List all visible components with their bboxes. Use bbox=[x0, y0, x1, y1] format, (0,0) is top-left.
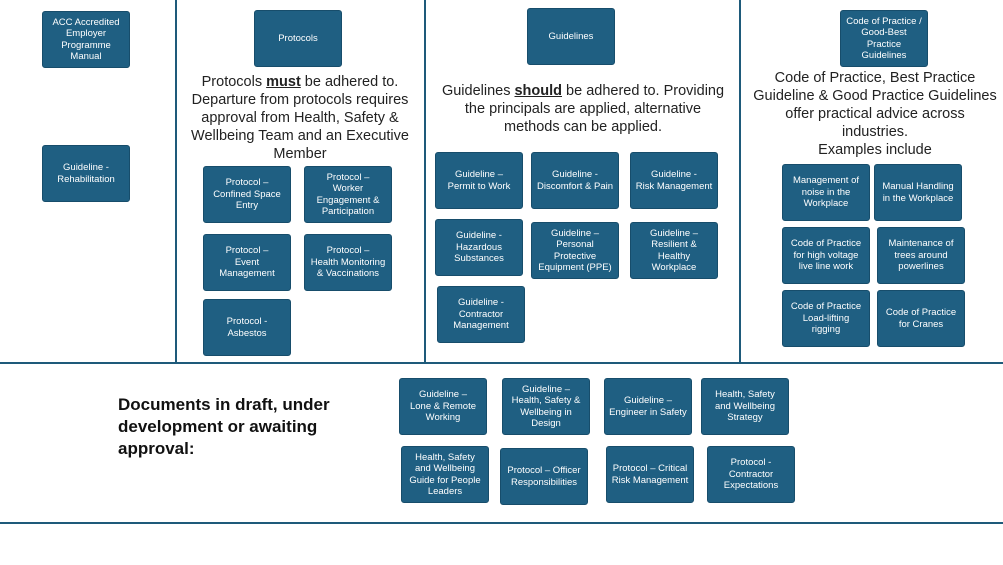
divider-3 bbox=[739, 0, 741, 363]
draft-hsw-strategy-box[interactable]: Health, Safety and Wellbeing Strategy bbox=[701, 378, 789, 435]
draft-engineer-in-safety-box[interactable]: Guideline – Engineer in Safety bbox=[604, 378, 692, 435]
guideline-risk-management-box[interactable]: Guideline - Risk Management bbox=[630, 152, 718, 209]
code-trees-powerlines-box[interactable]: Maintenance of trees around powerlines bbox=[877, 227, 965, 284]
divider-1 bbox=[175, 0, 177, 363]
divider-2 bbox=[424, 0, 426, 363]
protocol-event-management-box[interactable]: Protocol – Event Management bbox=[203, 234, 291, 291]
draft-critical-risk-box[interactable]: Protocol – Critical Risk Management bbox=[606, 446, 694, 503]
protocols-description: Protocols must be adhered to. Departure … bbox=[191, 74, 409, 162]
guidelines-header-box[interactable]: Guidelines bbox=[527, 8, 615, 65]
code-high-voltage-box[interactable]: Code of Practice for high voltage live l… bbox=[782, 227, 870, 284]
code-manual-handling-box[interactable]: Manual Handling in the Workplace bbox=[874, 164, 962, 221]
rehabilitation-box[interactable]: Guideline - Rehabilitation bbox=[42, 145, 130, 202]
code-of-practice-description: Code of Practice, Best Practice Guidelin… bbox=[753, 70, 997, 158]
guideline-resilient-workplace-box[interactable]: Guideline – Resilient & Healthy Workplac… bbox=[630, 222, 718, 279]
guideline-contractor-management-box[interactable]: Guideline - Contractor Management bbox=[437, 286, 525, 343]
guideline-ppe-box[interactable]: Guideline – Personal Protective Equipmen… bbox=[531, 222, 619, 279]
guideline-discomfort-pain-box[interactable]: Guideline - Discomfort & Pain bbox=[531, 152, 619, 209]
divider-horizontal-top bbox=[0, 362, 1003, 364]
draft-hsw-in-design-box[interactable]: Guideline – Health, Safety & Wellbeing i… bbox=[502, 378, 590, 435]
draft-section-label: Documents in draft, under development or… bbox=[118, 395, 330, 458]
code-of-practice-header-box[interactable]: Code of Practice / Good-Best Practice Gu… bbox=[840, 10, 928, 67]
code-noise-box[interactable]: Management of noise in the Workplace bbox=[782, 164, 870, 221]
draft-contractor-expectations-box[interactable]: Protocol - Contractor Expectations bbox=[707, 446, 795, 503]
code-cranes-box[interactable]: Code of Practice for Cranes bbox=[877, 290, 965, 347]
divider-horizontal-bottom bbox=[0, 522, 1003, 524]
draft-people-leaders-guide-box[interactable]: Health, Safety and Wellbeing Guide for P… bbox=[401, 446, 489, 503]
acc-manual-box[interactable]: ACC Accredited Employer Programme Manual bbox=[42, 11, 130, 68]
guidelines-description: Guidelines should be adhered to. Providi… bbox=[441, 83, 725, 135]
protocol-asbestos-box[interactable]: Protocol - Asbestos bbox=[203, 299, 291, 356]
protocol-confined-space-box[interactable]: Protocol – Confined Space Entry bbox=[203, 166, 291, 223]
draft-officer-responsibilities-box[interactable]: Protocol – Officer Responsibilities bbox=[500, 448, 588, 505]
code-load-lifting-box[interactable]: Code of Practice Load-lifting rigging bbox=[782, 290, 870, 347]
draft-lone-remote-working-box[interactable]: Guideline – Lone & Remote Working bbox=[399, 378, 487, 435]
protocol-worker-engagement-box[interactable]: Protocol – Worker Engagement & Participa… bbox=[304, 166, 392, 223]
protocols-header-box[interactable]: Protocols bbox=[254, 10, 342, 67]
guideline-hazardous-substances-box[interactable]: Guideline - Hazardous Substances bbox=[435, 219, 523, 276]
guideline-permit-to-work-box[interactable]: Guideline – Permit to Work bbox=[435, 152, 523, 209]
protocol-health-monitoring-box[interactable]: Protocol – Health Monitoring & Vaccinati… bbox=[304, 234, 392, 291]
